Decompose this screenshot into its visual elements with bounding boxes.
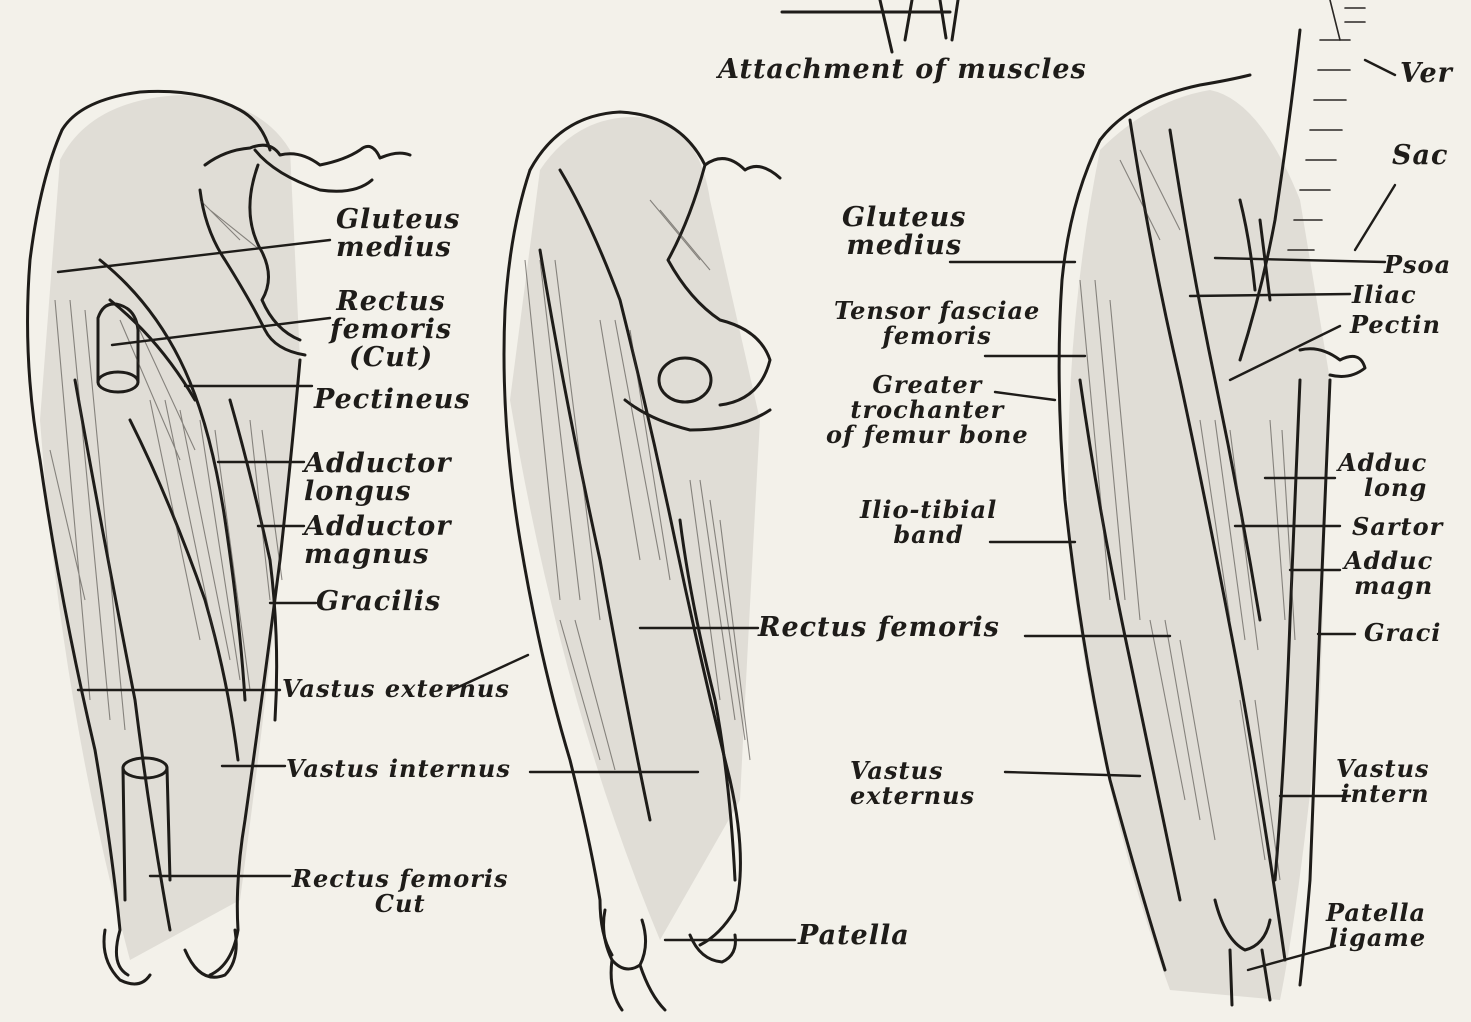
label-graci: Graci <box>1364 620 1441 645</box>
label-gluteus-medius-left: Gluteus medius <box>336 206 460 262</box>
label-gracilis: Gracilis <box>316 588 441 616</box>
diagram-title: Attachment of muscles <box>718 56 1087 84</box>
label-patella-ligame: Patella ligame <box>1326 900 1426 950</box>
label-vastus-internus-left: Vastus internus <box>286 756 511 781</box>
label-sac: Sac <box>1392 142 1448 170</box>
label-pectineus: Pectineus <box>314 386 471 414</box>
label-adductor-longus: Adductor longus <box>304 450 451 506</box>
right-thigh-figure <box>1059 30 1365 1005</box>
label-vastus-externus-right: Vastus externus <box>850 758 975 808</box>
label-adduc-long: Adduc long <box>1338 450 1427 500</box>
label-ilio-tibial-band: Ilio-tibial band <box>860 497 997 547</box>
label-vastus-externus-left: Vastus externus <box>282 676 510 701</box>
top-fragment-bars <box>782 0 1365 52</box>
label-vastus-intern: Vastus intern <box>1336 756 1430 806</box>
label-rectus-femoris: Rectus femoris <box>758 614 1000 642</box>
label-patella: Patella <box>798 922 910 950</box>
label-tensor-fasciae-femoris: Tensor fasciae femoris <box>834 298 1040 348</box>
label-iliac: Iliac <box>1352 282 1417 307</box>
label-psoa: Psoa <box>1384 252 1451 277</box>
label-gluteus-medius-right: Gluteus medius <box>842 204 966 260</box>
label-rectus-femoris-cut-lower: Rectus femoris Cut <box>292 866 509 916</box>
label-adduc-magn: Adduc magn <box>1344 548 1433 598</box>
label-sartor: Sartor <box>1352 514 1443 539</box>
label-rectus-femoris-cut: Rectus femoris (Cut) <box>330 288 452 372</box>
label-ver: Ver <box>1400 60 1453 88</box>
middle-thigh-figure <box>504 112 780 1010</box>
label-pectin: Pectin <box>1350 312 1441 337</box>
label-greater-trochanter: Greater trochanter of femur bone <box>826 372 1029 447</box>
label-adductor-magnus: Adductor magnus <box>304 513 451 569</box>
